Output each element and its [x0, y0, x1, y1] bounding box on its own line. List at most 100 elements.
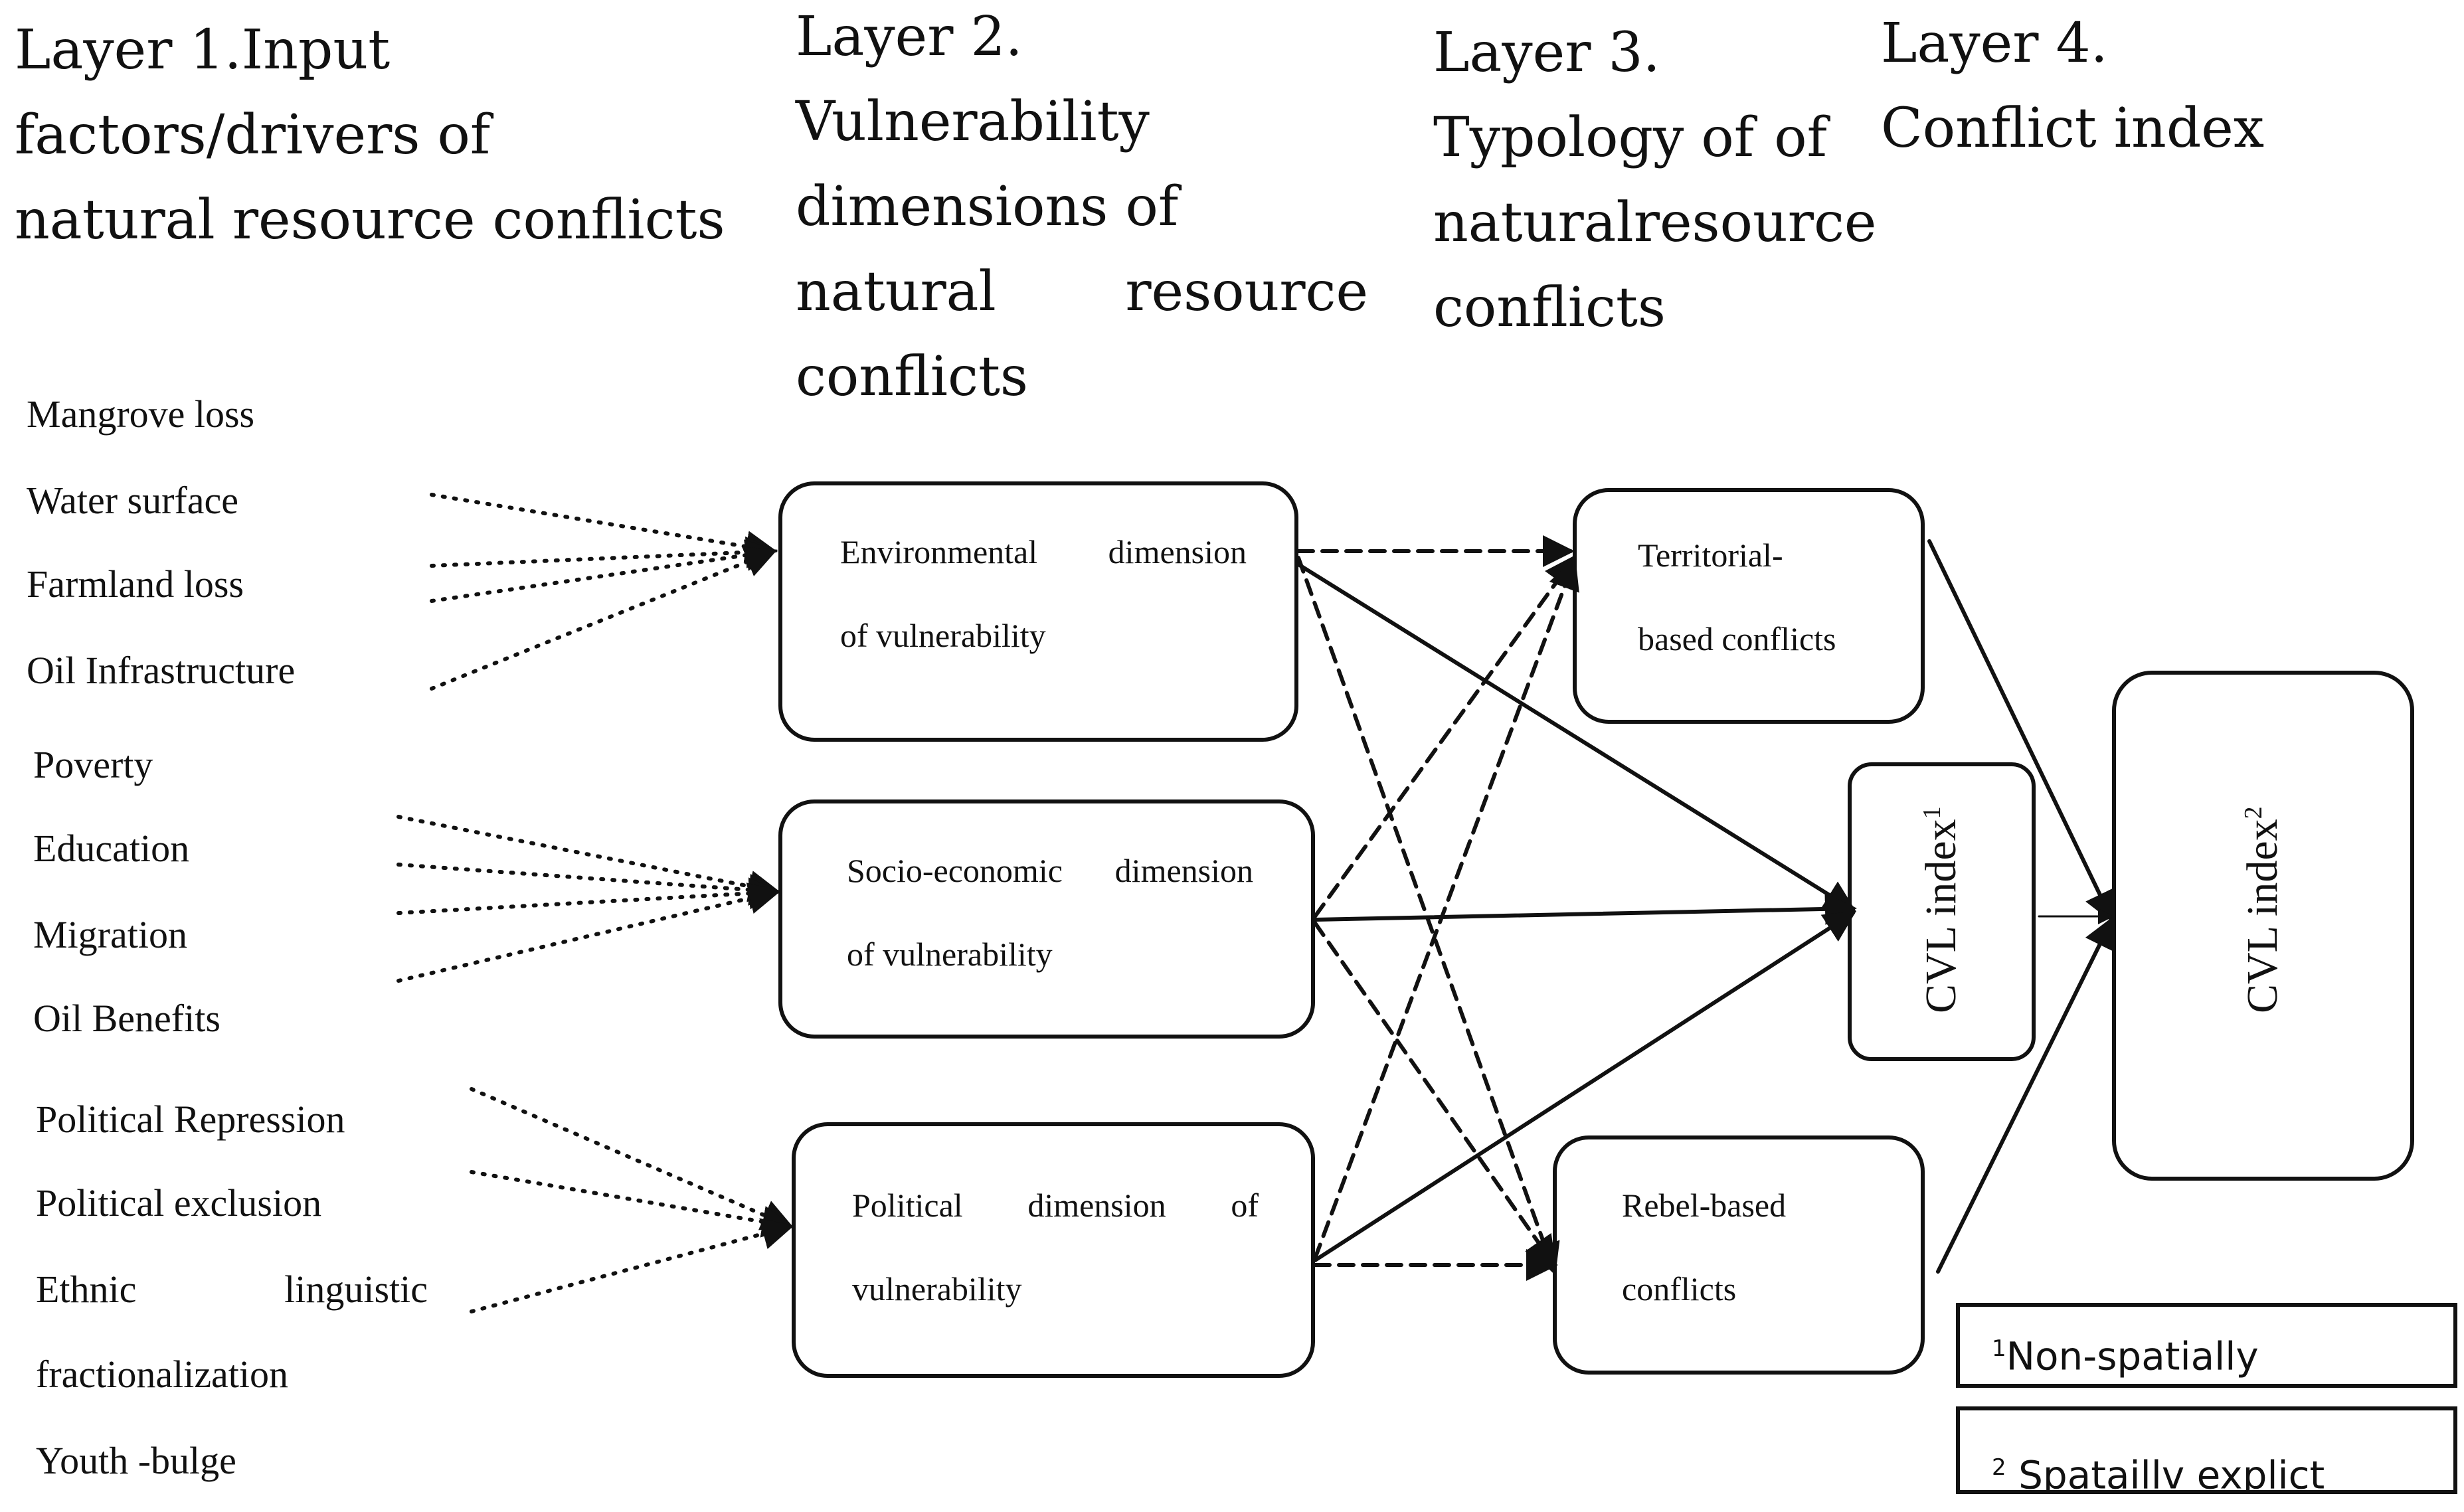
rebel-conflicts-line: conflicts — [1622, 1270, 1737, 1307]
arrow-socioeconomic-to-cvl1 — [1313, 892, 1857, 925]
cvl-index-1-label: CVL index1 — [1916, 806, 1967, 1013]
layer2-header-word: natural — [796, 260, 996, 323]
layer3-header-word: Typology of — [1433, 106, 1755, 169]
political-dimension-text: Political dimension of vulnerability — [852, 1163, 1259, 1331]
layer3-header-line: Layer 3. — [1433, 21, 1660, 84]
layer4-header-line: Conflict index — [1881, 97, 2265, 160]
layer3-header-line: conflicts — [1433, 276, 1666, 339]
arrow-territorial-to-cvl2 — [1927, 539, 2115, 924]
layer3-header-line: Typology of of — [1433, 96, 1827, 181]
cvl-index-2-superscript: 2 — [2240, 806, 2267, 819]
legend-non-spatially: 1Non-spatially — [1956, 1303, 2457, 1388]
input-fractionalization: fractionalization — [36, 1353, 289, 1396]
arrow-exclusion-to-political — [470, 1170, 794, 1238]
arrow-ethnic-to-political — [470, 1218, 794, 1313]
dimension-word: dimension — [1108, 533, 1247, 570]
political-dimension-box — [792, 1122, 1315, 1378]
of-word: of — [1231, 1187, 1259, 1224]
arrow-political-to-territorial — [1313, 557, 1579, 1260]
territorial-conflicts-text: Territorial- based conflicts — [1638, 513, 1836, 681]
arrow-farmland-to-environmental — [430, 539, 778, 603]
input-education: Education — [33, 827, 190, 870]
political-dimension-line: vulnerability — [852, 1270, 1022, 1307]
layer1-header-line: Layer 1.Input — [15, 19, 391, 82]
input-youth-bulge: Youth -bulge — [36, 1439, 236, 1482]
socioeconomic-word: Socio-economic — [847, 852, 1063, 889]
input-farmland-loss: Farmland loss — [27, 562, 244, 606]
legend-label-2: Spataillv explict — [2006, 1452, 2325, 1494]
arrow-repression-to-political — [470, 1087, 794, 1230]
socioeconomic-dimension-text: Socio-economic dimension of vulnerabilit… — [847, 829, 1253, 996]
cvl-index-2-box — [2112, 671, 2414, 1181]
input-linguistic-word: linguistic — [284, 1268, 428, 1311]
political-dimension-line: Political dimension of — [852, 1163, 1259, 1247]
environmental-dimension-box — [778, 481, 1298, 742]
dimension-word: dimension — [1027, 1187, 1166, 1224]
arrow-oil-infrastructure-to-environmental — [430, 546, 778, 691]
dimension-word: dimension — [1114, 852, 1253, 889]
socioeconomic-dimension-line: of vulnerability — [847, 936, 1053, 973]
layer4-header-line: Layer 4. — [1881, 12, 2108, 75]
socioeconomic-dimension-box — [778, 799, 1315, 1039]
legend-superscript-1: 1 — [1992, 1335, 2006, 1362]
layer2-header: Layer 2. Vulnerability dimensions of nat… — [796, 0, 1368, 420]
cvl-index-2-text: CVL index — [2238, 819, 2287, 1013]
input-migration: Migration — [33, 913, 187, 956]
layer2-header-line: Vulnerability — [796, 90, 1150, 153]
input-poverty: Poverty — [33, 743, 153, 786]
arrow-poverty-to-socioeconomic — [396, 815, 781, 902]
layer2-header-line: conflicts — [796, 345, 1028, 408]
arrow-migration-to-socioeconomic — [396, 877, 781, 915]
territorial-conflicts-box — [1573, 488, 1925, 724]
input-water-surface: Water surface — [27, 479, 238, 522]
legend-label-1: Non-spatially — [2006, 1333, 2259, 1379]
rebel-conflicts-box — [1553, 1135, 1925, 1375]
layer3-header: Layer 3. Typology of of natural resource… — [1433, 11, 1876, 351]
layer3-header-word: of — [1774, 106, 1827, 169]
layer1-header-line: factors/drivers of — [15, 104, 491, 167]
environmental-dimension-line: Environmental dimension — [840, 510, 1247, 594]
input-ethnic-word: Ethnic — [36, 1268, 137, 1311]
arrow-environmental-to-rebel — [1296, 556, 1560, 1276]
layer3-header-word: natural — [1433, 191, 1634, 254]
layer3-header-line: natural resource — [1433, 181, 1876, 266]
environmental-dimension-text: Environmental dimension of vulnerability — [840, 510, 1247, 677]
arrow-education-to-socioeconomic — [396, 863, 781, 906]
layer2-header-word: resource — [1125, 260, 1368, 323]
territorial-conflicts-line: Territorial- — [1638, 537, 1783, 574]
layer2-header-line: Layer 2. — [796, 5, 1023, 68]
cvl-index-2-label: CVL index2 — [2238, 806, 2288, 1013]
rebel-conflicts-text: Rebel-based conflicts — [1622, 1163, 1786, 1331]
arrow-environmental-to-cvl1 — [1296, 562, 1857, 912]
layer2-header-line: natural resource — [796, 250, 1368, 335]
arrow-socioeconomic-to-rebel — [1313, 921, 1557, 1268]
environmental-dimension-line: of vulnerability — [840, 617, 1046, 654]
arrow-oil-benefits-to-socioeconomic — [396, 882, 781, 983]
input-political-repression: Political Repression — [36, 1098, 345, 1141]
layer4-header: Layer 4. Conflict index — [1881, 1, 2264, 171]
environmental-word: Environmental — [840, 533, 1038, 570]
legend-spatially-explicit: 2 Spataillv explict — [1956, 1406, 2457, 1494]
input-oil-benefits: Oil Benefits — [33, 997, 220, 1040]
layer1-header-line: natural resource conflicts — [15, 189, 725, 252]
input-political-exclusion: Political exclusion — [36, 1181, 322, 1224]
arrow-rebel-to-cvl2 — [1936, 916, 2114, 1274]
legend-superscript-2: 2 — [1992, 1454, 2006, 1481]
cvl-index-1-text: CVL index — [1917, 819, 1965, 1013]
cvl-index-1-superscript: 1 — [1918, 806, 1946, 819]
political-word: Political — [852, 1187, 963, 1224]
socioeconomic-dimension-line: Socio-economic dimension — [847, 829, 1253, 912]
rebel-conflicts-line: Rebel-based — [1622, 1187, 1787, 1224]
arrow-water-to-environmental — [430, 536, 778, 568]
input-oil-infrastructure: Oil Infrastructure — [27, 649, 296, 692]
cvl-index-1-box — [1848, 762, 2036, 1061]
arrow-mangrove-to-environmental — [430, 493, 778, 562]
arrow-political-to-cvl1 — [1313, 910, 1857, 1262]
arrow-socioeconomic-to-territorial — [1313, 554, 1577, 918]
layer3-header-word: resource — [1633, 191, 1877, 254]
layer2-header-line: dimensions of — [796, 175, 1179, 238]
territorial-conflicts-line: based conflicts — [1638, 620, 1836, 657]
input-mangrove-loss: Mangrove loss — [27, 392, 255, 436]
